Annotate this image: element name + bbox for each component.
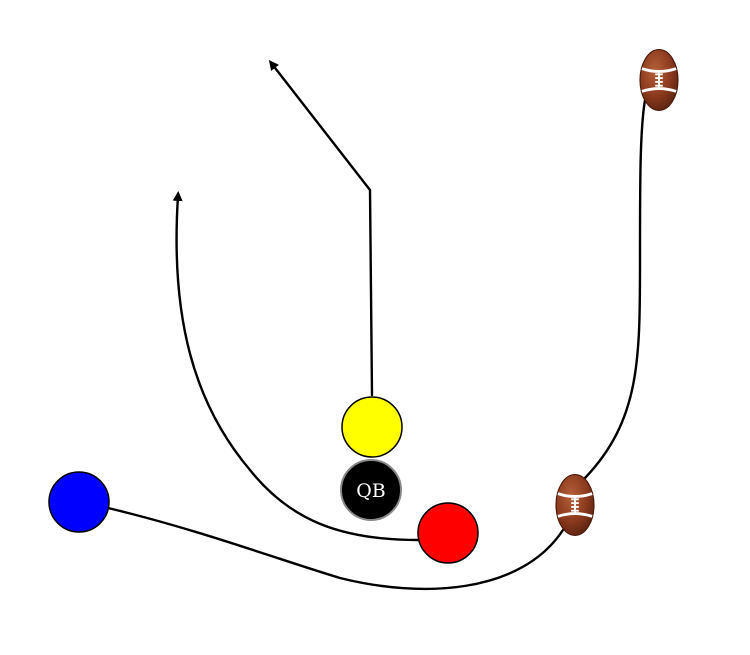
football-icon-target — [638, 48, 680, 112]
ball-toss-path — [583, 98, 647, 480]
rb-wheel-route-arrow — [172, 191, 420, 542]
qb-label: QB — [356, 480, 386, 502]
wr-motion-path — [106, 506, 565, 591]
center-route-arrow — [268, 60, 374, 397]
player-left-wr — [48, 471, 110, 533]
football-icon-snap — [554, 473, 596, 537]
player-center — [341, 396, 403, 458]
player-rb — [417, 502, 479, 564]
player-qb: QB — [340, 459, 402, 521]
